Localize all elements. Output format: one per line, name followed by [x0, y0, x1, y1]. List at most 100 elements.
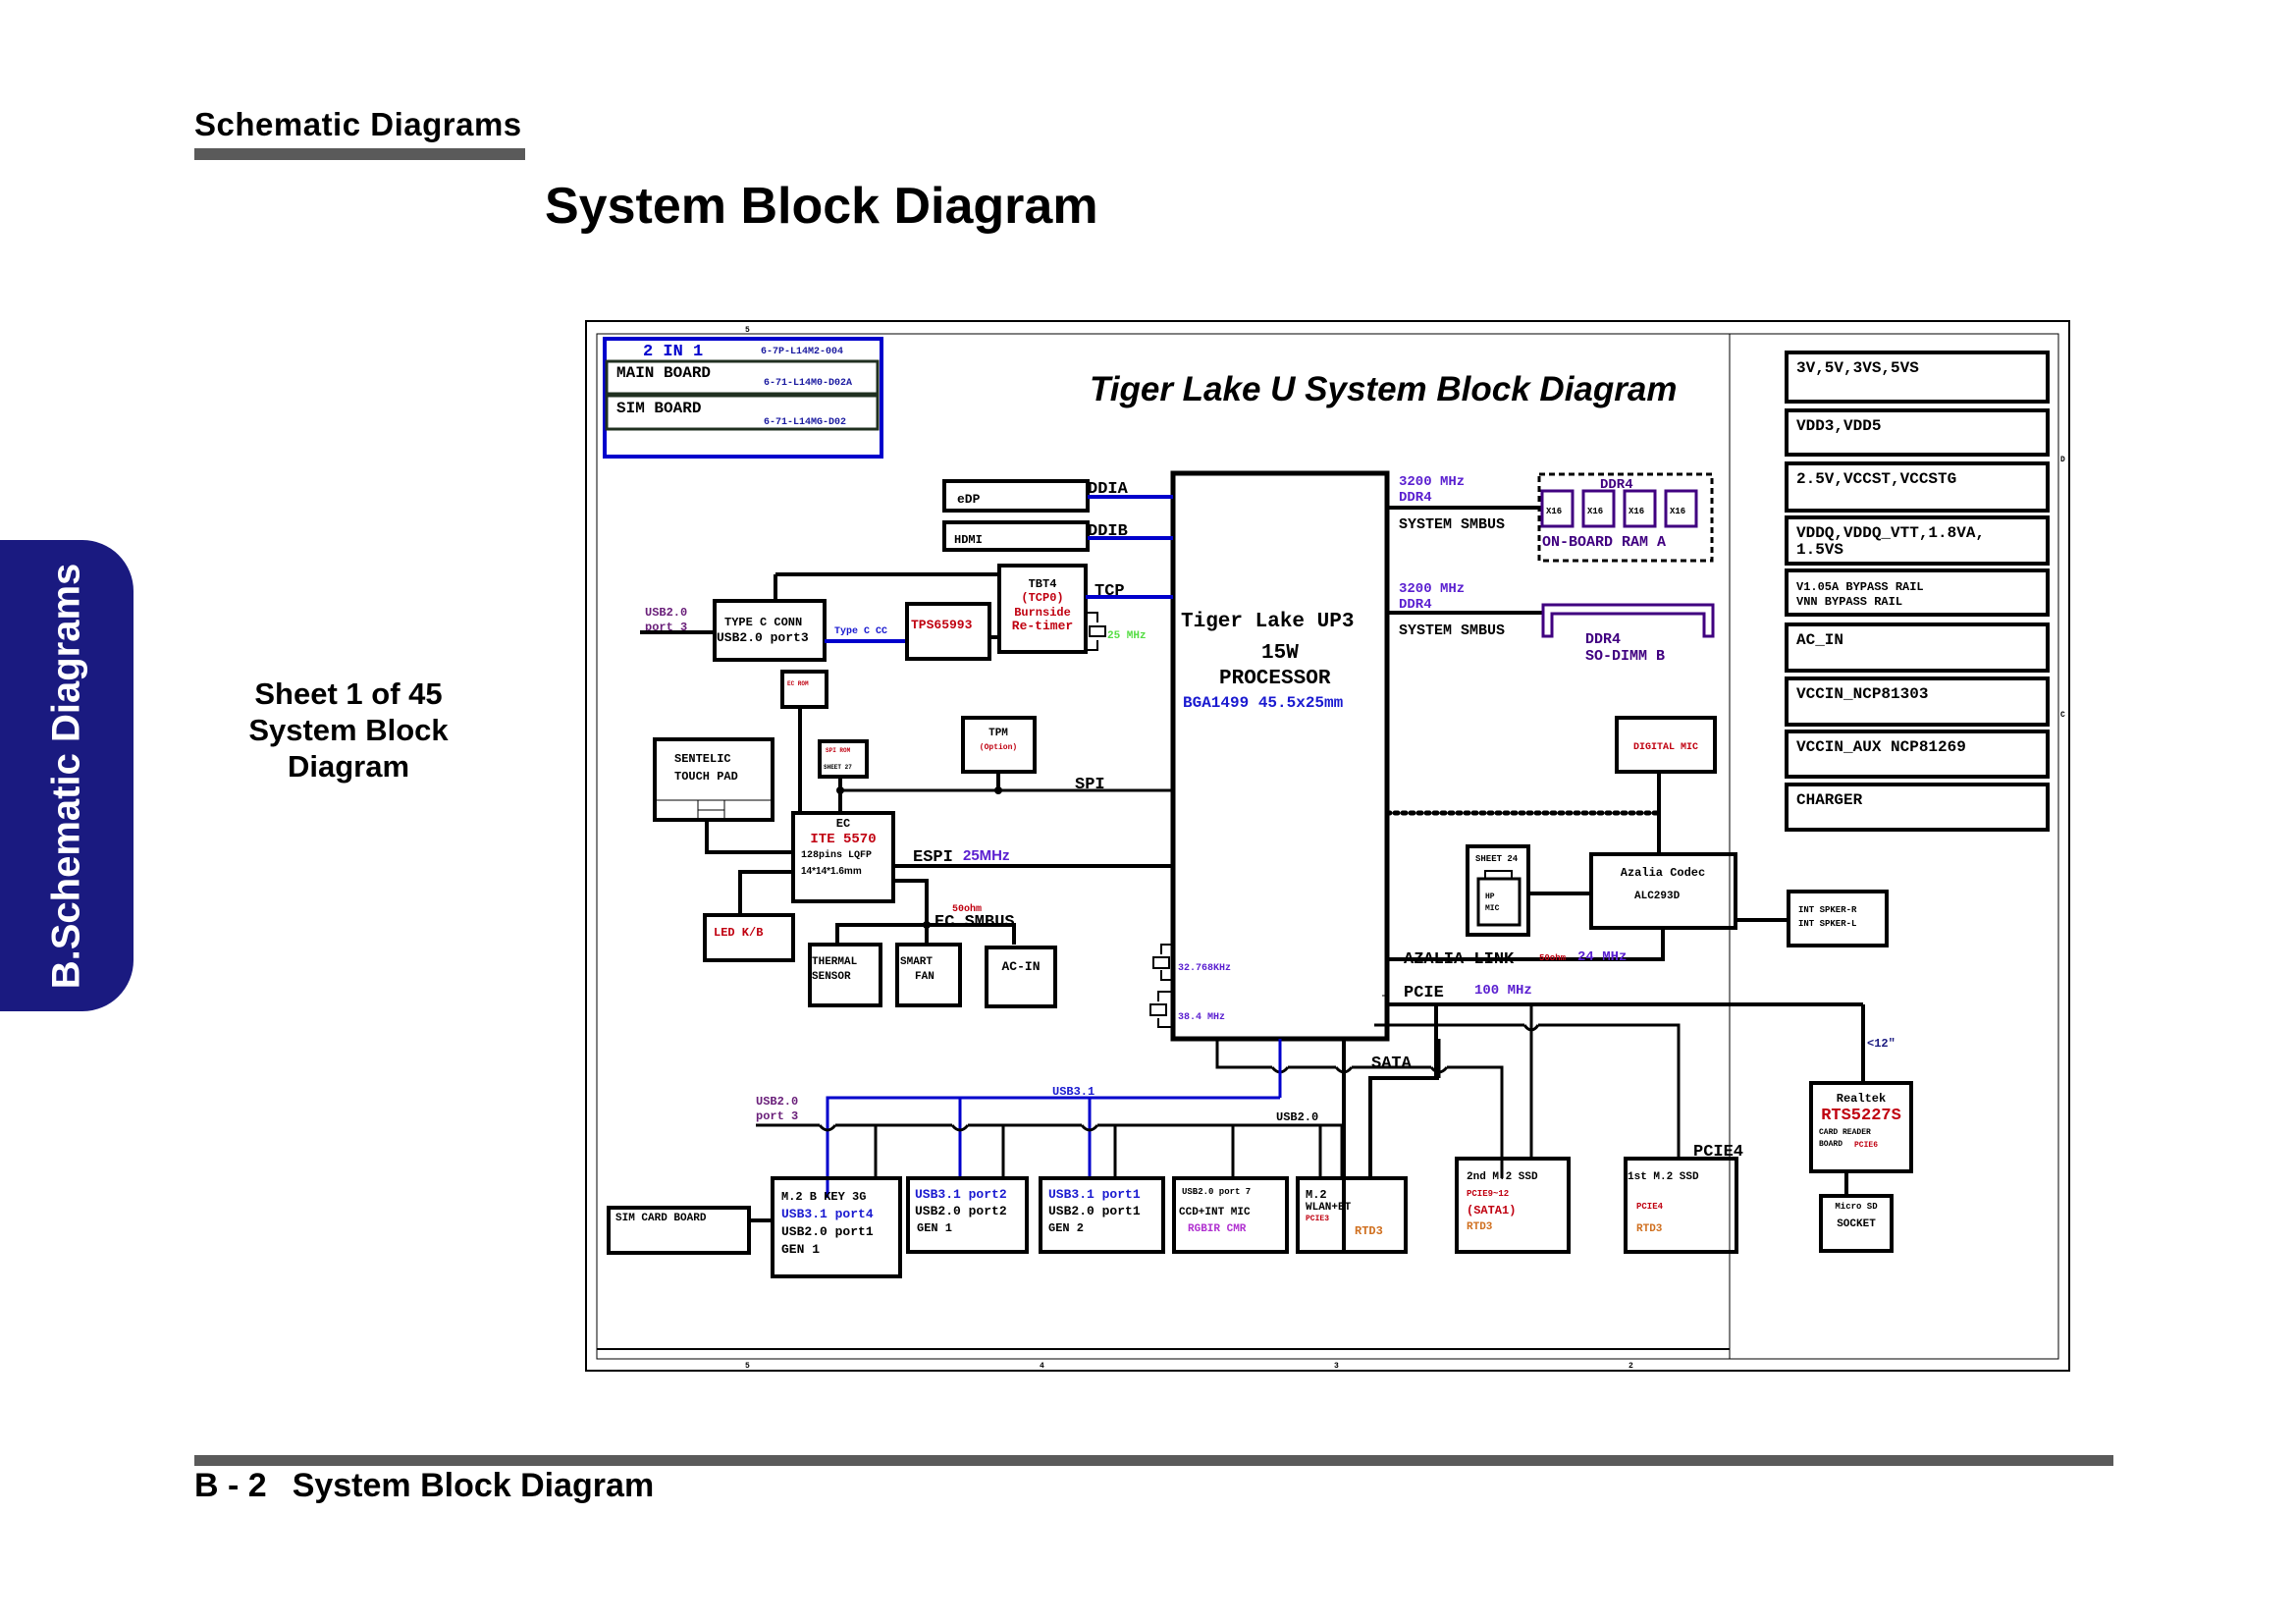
- led-kb-box: [703, 913, 795, 962]
- tpm-line2: (Option): [980, 743, 1017, 752]
- main-crystal-icon: [1149, 991, 1173, 1028]
- diagram-title: Tiger Lake U System Block Diagram: [1090, 370, 1678, 408]
- digital-mic-label: DIGITAL MIC: [1633, 742, 1698, 753]
- main-board-label: MAIN BOARD: [616, 364, 711, 382]
- espi-label: ESPI: [913, 848, 953, 867]
- ec-smbus-impedance: 50ohm: [952, 903, 982, 915]
- card-reader-pcie: PCIE6: [1854, 1141, 1878, 1150]
- frame-marker-top: 5: [745, 326, 750, 335]
- typec-line2: USB2.0 port3: [717, 630, 809, 645]
- spi-rom-box: [818, 739, 869, 779]
- thermal-sensor-box: [808, 943, 882, 1007]
- card-reader-line4: BOARD: [1819, 1140, 1842, 1149]
- frame-marker-right-d: D: [2060, 456, 2065, 464]
- camera-line3: RGBIR CMR: [1188, 1223, 1247, 1235]
- sata-label: SATA: [1371, 1055, 1413, 1073]
- ssd2-box: [1455, 1157, 1571, 1254]
- card-reader-box: [1809, 1081, 1913, 1173]
- ssd2-line2: PCIE9~12: [1467, 1189, 1509, 1199]
- typec-block: TYPE C CONN USB2.0 port3 USB2.0 port 3 T…: [640, 572, 999, 662]
- main-board-pn: 6-71-L14M0-D02A: [764, 378, 852, 389]
- cpu-type: PROCESSOR: [1219, 668, 1331, 690]
- usb-buses: [756, 1096, 1344, 1198]
- card-reader-line3: CARD READER: [1819, 1128, 1871, 1137]
- power-rail-label: VDDQ,VDDQ_VTT,1.8VA,: [1796, 524, 1985, 542]
- footer-label: System Block Diagram: [292, 1467, 655, 1504]
- ec-line4: 14*14*1.6mm: [801, 866, 862, 877]
- mem-a-type: DDR4: [1399, 490, 1432, 506]
- wlan-line3: PCIE3: [1306, 1215, 1329, 1223]
- ec-rom-box: [780, 670, 828, 709]
- power-rail-box: [1785, 461, 2050, 513]
- power-rail-box: [1785, 568, 2050, 617]
- side-tab[interactable]: [0, 540, 133, 1011]
- ssd1-box: [1624, 1157, 1738, 1254]
- onboard-ram-frame: [1537, 472, 1714, 563]
- touchpad-box: [653, 737, 774, 822]
- thermal-line2: SENSOR: [812, 971, 851, 983]
- card-reader-line2: RTS5227S: [1821, 1107, 1901, 1125]
- cpu-name: Tiger Lake UP3: [1181, 611, 1354, 633]
- spi-rom-line2: SHEET 27: [824, 764, 852, 771]
- ssd2-line4: RTD3: [1467, 1221, 1493, 1233]
- ec-box: [791, 811, 895, 903]
- sim-board-box: [605, 394, 880, 431]
- onboard-ram-title: DDR4: [1600, 477, 1633, 493]
- ec-line3: 128pins LQFP: [801, 849, 872, 861]
- touchpad-line1: SENTELIC: [674, 752, 731, 766]
- sim-card-label: SIM CARD BOARD: [615, 1213, 707, 1224]
- usb-port1-line3: GEN 2: [1048, 1221, 1084, 1235]
- touchpad-buttons-icon: [655, 799, 773, 820]
- frame-marker-bottom-5: 5: [745, 1362, 750, 1371]
- power-rail-label: VCCIN_NCP81303: [1796, 685, 1928, 703]
- cpu-power: 15W: [1261, 642, 1299, 665]
- m2-bkey-line2: USB3.1 port4: [781, 1207, 874, 1221]
- m2-bkey-line1: M.2 B KEY 3G: [781, 1190, 866, 1204]
- ac-in-label: AC-IN: [1001, 959, 1040, 974]
- sheet-number: Sheet 1 of 45: [254, 676, 443, 711]
- tbt-line1: TBT4: [1029, 577, 1057, 591]
- frame-marker-bottom-4: 4: [1040, 1362, 1044, 1371]
- speaker-line2: INT SPKER-L: [1798, 919, 1856, 929]
- frame-marker-bottom-3: 3: [1334, 1362, 1339, 1371]
- hp-mic-sheet: SHEET 24: [1475, 854, 1519, 864]
- m2-bkey-box: [771, 1176, 902, 1278]
- main-board-box: [605, 359, 880, 396]
- hp-mic-line1: HP: [1485, 893, 1495, 901]
- board-info-title: 2 IN 1: [643, 343, 703, 361]
- rtc-crystal-freq: 32.768KHz: [1178, 963, 1231, 974]
- usb-port2-box: [906, 1176, 1029, 1254]
- audio-block: DIGITAL MIC SHEET 24 HP MIC Azalia Codec…: [1384, 716, 1889, 969]
- power-rail-box: [1785, 676, 2050, 727]
- board-info-frame: [603, 337, 883, 459]
- usb-port2-line1: USB3.1 port2: [915, 1187, 1007, 1202]
- usb-left-label1: USB2.0: [756, 1095, 798, 1109]
- footer-bar: [194, 1455, 2113, 1466]
- usb-port1-line1: USB3.1 port1: [1048, 1187, 1141, 1202]
- codec-line1: Azalia Codec: [1621, 866, 1705, 880]
- ram-chip-label: X16: [1629, 507, 1644, 516]
- usb-left-label2: port 3: [756, 1109, 798, 1123]
- ssd2-line1: 2nd M.2 SSD: [1467, 1171, 1538, 1183]
- ec-line1: EC: [836, 817, 850, 831]
- tbt-line3: Burnside: [1014, 606, 1071, 620]
- thermal-line1: THERMAL: [812, 956, 858, 968]
- drawing-frame: [585, 320, 2070, 1372]
- sd-socket-line1: Micro SD: [1835, 1202, 1878, 1212]
- azalia-freq: 24 MHz: [1577, 949, 1627, 965]
- pd-controller-box: [905, 602, 991, 661]
- usb31-bus: [826, 1096, 1280, 1198]
- sodimm-line2: SO-DIMM B: [1585, 648, 1665, 665]
- cpu-package: BGA1499 45.5x25mm: [1183, 694, 1344, 712]
- display-block: eDP DDIA HDMI DDIB: [942, 479, 1173, 552]
- ram-chip-label: X16: [1546, 507, 1562, 516]
- sheet-name-2: Diagram: [287, 749, 410, 784]
- rtc-crystal-icon: [1152, 944, 1173, 981]
- spi-bus-label: SPI: [1075, 776, 1105, 794]
- frame-outer: [585, 320, 2070, 1372]
- m2-bkey-line3: USB2.0 port1: [781, 1224, 874, 1239]
- typec-line1: TYPE C CONN: [724, 616, 802, 629]
- digital-mic-box: [1615, 716, 1717, 774]
